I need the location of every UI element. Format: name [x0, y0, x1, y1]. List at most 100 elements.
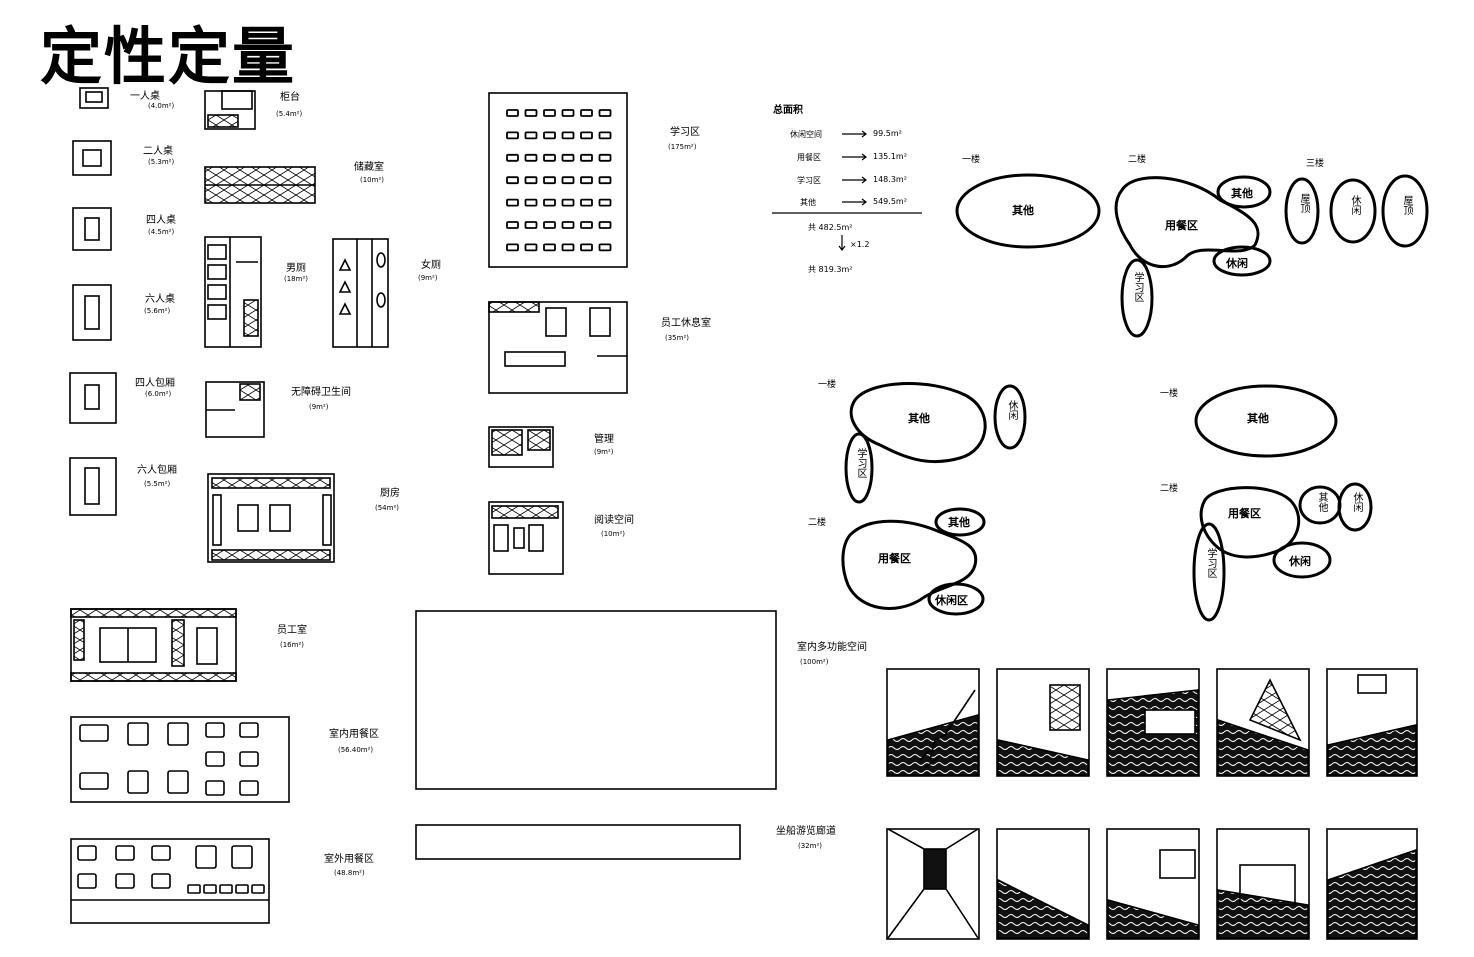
area-indoor-dining: (56.40m²): [338, 746, 374, 754]
b1-top2: 休闲: [1349, 195, 1360, 215]
double-table-plan: [72, 140, 112, 176]
b3-other: 其他: [1247, 412, 1269, 425]
area-storage: (10m²): [360, 176, 384, 184]
sketch-bench: [1106, 668, 1200, 777]
dining-table: [151, 845, 171, 861]
storage-plan: [204, 166, 316, 204]
dining-table: [231, 845, 253, 869]
area-accessible: (9m²): [309, 403, 329, 411]
label-office: 管理: [594, 434, 614, 445]
study-desk: [543, 176, 556, 185]
b2-other: 其他: [908, 412, 930, 425]
bubble-diagrams: [841, 173, 1429, 622]
outdoor-dining-plan: [70, 838, 270, 924]
area-multi: (100m²): [800, 658, 829, 666]
area-four: (4.5m²): [148, 228, 175, 236]
b3-study: 学习区: [1205, 548, 1216, 578]
study-desk: [598, 176, 612, 185]
area-summary-graphics: [772, 130, 922, 251]
sketch-wall: [996, 668, 1090, 777]
b3-leisure: 休闲: [1351, 492, 1362, 512]
label-six: 六人桌: [145, 294, 175, 305]
area-reading: (10m²): [601, 530, 625, 538]
study-plan: [488, 92, 628, 268]
study-desk: [524, 131, 538, 140]
summary-value-3: 148.3m²: [873, 175, 907, 184]
corridor-plan: [415, 824, 741, 860]
area-double: (5.3m²): [148, 158, 175, 166]
label-accessible: 无障碍卫生间: [291, 387, 351, 398]
sketch-stairs: [886, 668, 980, 777]
sketch-seat: [1326, 668, 1418, 777]
b2-leisure: 休闲: [1006, 400, 1017, 420]
study-desk: [506, 221, 519, 229]
bench-seat: [251, 884, 265, 894]
label-corridor: 坐船游览廊道: [776, 826, 836, 837]
dining-table: [77, 845, 97, 861]
dining-table: [79, 772, 109, 790]
area-staff: (16m²): [280, 641, 304, 649]
study-desk: [598, 109, 612, 117]
study-desk: [561, 221, 575, 229]
study-desk: [580, 131, 593, 140]
sketch-net: [1216, 668, 1310, 777]
summary-label-3: 学习区: [797, 176, 821, 185]
study-desk: [598, 243, 612, 252]
label-multi: 室内多功能空间: [797, 642, 867, 653]
area-single: (4.0m²): [148, 102, 175, 110]
label-staff: 员工室: [277, 625, 307, 636]
study-desk: [543, 198, 556, 207]
b1-floor-3: 三楼: [1306, 159, 1325, 169]
study-desk: [561, 243, 575, 252]
dining-table: [167, 770, 189, 794]
study-desk: [524, 109, 538, 117]
study-desk: [506, 131, 519, 140]
summary-total-2: 共 819.3m²: [808, 265, 853, 274]
dining-tables: [77, 722, 265, 894]
site-sketches: [886, 668, 1418, 940]
sketch-screen: [1106, 828, 1200, 940]
area-counter: (5.4m²): [276, 110, 303, 118]
dining-table: [127, 722, 149, 746]
dining-table: [115, 873, 135, 889]
bench-seat: [187, 884, 201, 894]
area-lounge: (35m²): [665, 334, 689, 342]
label-reading: 阅读空间: [594, 515, 634, 526]
study-desk: [598, 131, 612, 140]
study-desk: [598, 198, 612, 207]
b1-leisure: 休闲: [1226, 257, 1248, 270]
dining-table: [127, 770, 149, 794]
study-desk: [561, 198, 575, 207]
study-desk: [580, 153, 593, 162]
b2-floor-2: 二楼: [808, 518, 827, 528]
booth4-plan: [69, 372, 117, 424]
page-title: 定性定量: [40, 20, 297, 93]
wc-female-plan: [332, 238, 389, 348]
study-desk: [524, 221, 538, 229]
summary-value-1: 99.5m²: [873, 129, 902, 138]
study-desk: [543, 131, 556, 140]
study-desk: [561, 131, 575, 140]
study-desk: [543, 221, 556, 229]
study-desk: [506, 153, 519, 162]
b2-other2: 其他: [948, 516, 970, 529]
bench-seat: [235, 884, 249, 894]
bench-seat: [203, 884, 217, 894]
counter-plan: [204, 90, 256, 130]
area-booth4: (6.0m²): [145, 390, 172, 398]
sketch-railing: [996, 828, 1090, 940]
label-indoor-dining: 室内用餐区: [329, 729, 379, 740]
b3-floor-2: 二楼: [1160, 484, 1179, 494]
study-desk: [524, 176, 538, 185]
study-desk: [580, 221, 593, 229]
summary-heading: 总面积: [773, 105, 803, 116]
accessible-wc-plan: [205, 381, 265, 438]
sketch-corridor: [886, 828, 980, 940]
b2-dining: 用餐区: [878, 552, 911, 565]
dining-table: [77, 873, 97, 889]
area-booth6: (5.5m²): [144, 480, 171, 488]
b1-other2: 其他: [1231, 187, 1253, 200]
b1-floor-2: 二楼: [1128, 155, 1147, 165]
area-study: (175m²): [668, 143, 697, 151]
area-wc-female: (9m²): [418, 274, 438, 282]
